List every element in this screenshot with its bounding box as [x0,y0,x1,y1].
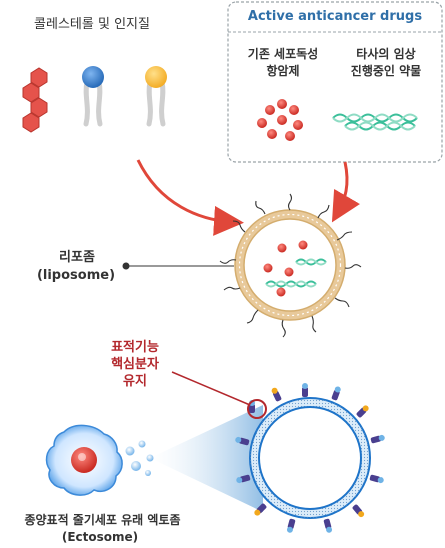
arrow-drugs-to-liposome [331,161,361,223]
magnify-beam [150,405,263,512]
drug-col2-line1: 타사의 임상 [356,47,416,61]
highlight-ring [247,399,267,419]
ectosome-label: 종양표적 줄기세포 유래 엑토좀 [24,513,181,527]
phospholipid-blue-icon [82,66,104,127]
retention-label-line2: 핵심분자 [111,357,159,372]
cholesterol-icon [22,67,48,133]
drug-dot-cluster-icon [257,99,303,141]
liposome-label-en: (liposome) [36,268,116,283]
liposome-pointer-dot [122,262,130,270]
tumor-stem-cell-icon [45,424,123,496]
vesicle-cluster-icon [125,440,154,476]
retention-pointer-line [171,371,251,406]
helix-strand-icon [332,113,418,131]
drug-col1-line2: 항암제 [266,64,300,78]
drug-col2-line2: 진행중인 약물 [350,64,422,78]
drugs-box-title: Active anticancer drugs [247,9,423,24]
retention-label-line3: 유지 [123,374,147,389]
membrane-protein-icons [235,383,385,533]
ingredients-label: 콜레스테롤 및 인지질 [34,17,150,32]
arrow-ingredients-to-liposome [136,159,244,236]
drugs-box [227,1,443,163]
liposome-label: 리포좀 [59,250,95,265]
retention-label-line1: 표적기능 [111,340,159,355]
liposome-icon [219,193,362,338]
ectosome-icon [249,397,371,519]
ectosome-label-en: (Ectosome) [61,530,139,544]
phospholipid-orange-icon [145,66,167,127]
drug-col1-line1: 기존 세포독성 [247,47,319,61]
